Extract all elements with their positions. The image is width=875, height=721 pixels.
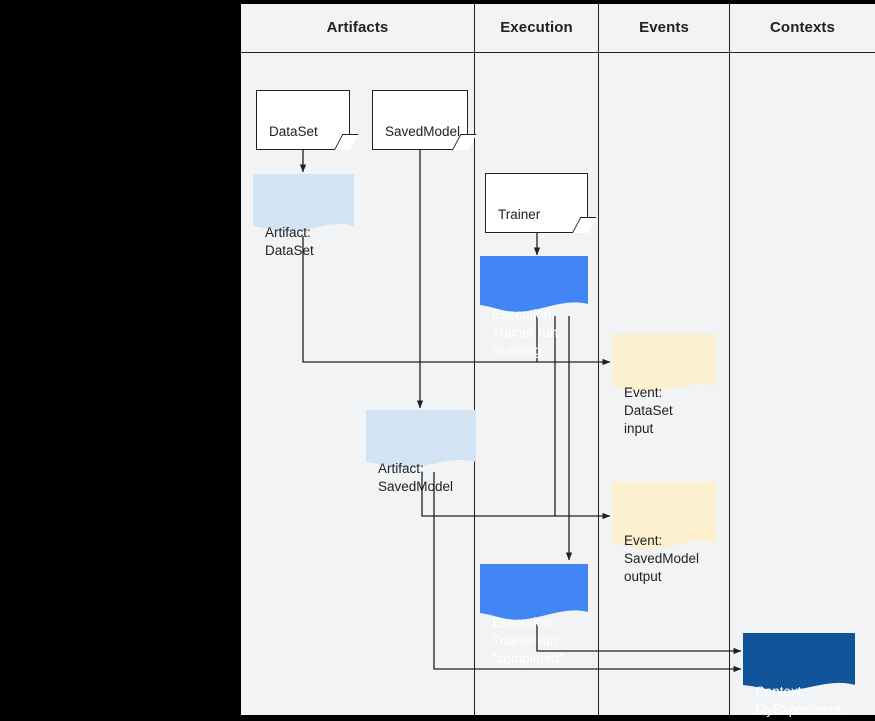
node-dataset-note-label: DataSet (269, 124, 318, 139)
node-execution-completed[interactable]: Execution: Trainer run "completed" (480, 564, 588, 666)
node-execution-running-label: Execution: Trainer run "running" (492, 307, 558, 358)
swimlane-header-contexts: Contexts (770, 19, 835, 36)
header-rule (241, 52, 875, 53)
note-fold-corner-icon (572, 217, 597, 233)
node-savedmodel-note-label: SavedModel (385, 124, 461, 139)
node-event-dataset-input-label: Event: DataSet input (624, 385, 673, 436)
node-artifact-dataset-label: Artifact: DataSet (265, 225, 314, 258)
swimlane-header-execution: Execution (500, 19, 573, 36)
node-savedmodel-note[interactable]: SavedModel (372, 90, 477, 150)
swimlane-header-events: Events (639, 19, 689, 36)
event-card-shape (612, 334, 716, 392)
node-artifact-savedmodel[interactable]: Artifact: SavedModel (366, 410, 476, 494)
node-execution-completed-label: Execution: Trainer run "completed" (492, 615, 564, 666)
artifact-card-shape (253, 174, 354, 232)
lane-divider-3 (729, 4, 730, 715)
event-card-shape (612, 482, 716, 550)
node-event-dataset-input[interactable]: Event: DataSet input (612, 334, 716, 436)
node-context-myexperiment-label: Context: MyExperiment (755, 684, 842, 717)
node-event-savedmodel-output[interactable]: Event: SavedModel output (612, 482, 716, 584)
execution-card-shape (480, 256, 588, 312)
swimlane-diagram: Artifacts Execution Events Contexts (241, 4, 875, 717)
lane-divider-2 (598, 4, 599, 715)
lane-divider-1 (474, 4, 475, 715)
node-trainer-note-label: Trainer (498, 207, 541, 222)
swimlane-header-artifacts: Artifacts (326, 19, 389, 36)
note-fold-corner-icon (334, 134, 359, 150)
node-artifact-dataset[interactable]: Artifact: DataSet (253, 174, 354, 258)
node-context-myexperiment[interactable]: Context: MyExperiment (743, 633, 855, 717)
artifact-card-shape (366, 410, 476, 468)
execution-card-shape (480, 564, 588, 620)
context-card-shape (743, 633, 855, 691)
node-trainer-note[interactable]: Trainer (485, 173, 597, 233)
node-dataset-note[interactable]: DataSet (256, 90, 359, 150)
node-execution-running[interactable]: Execution: Trainer run "running" (480, 256, 588, 358)
